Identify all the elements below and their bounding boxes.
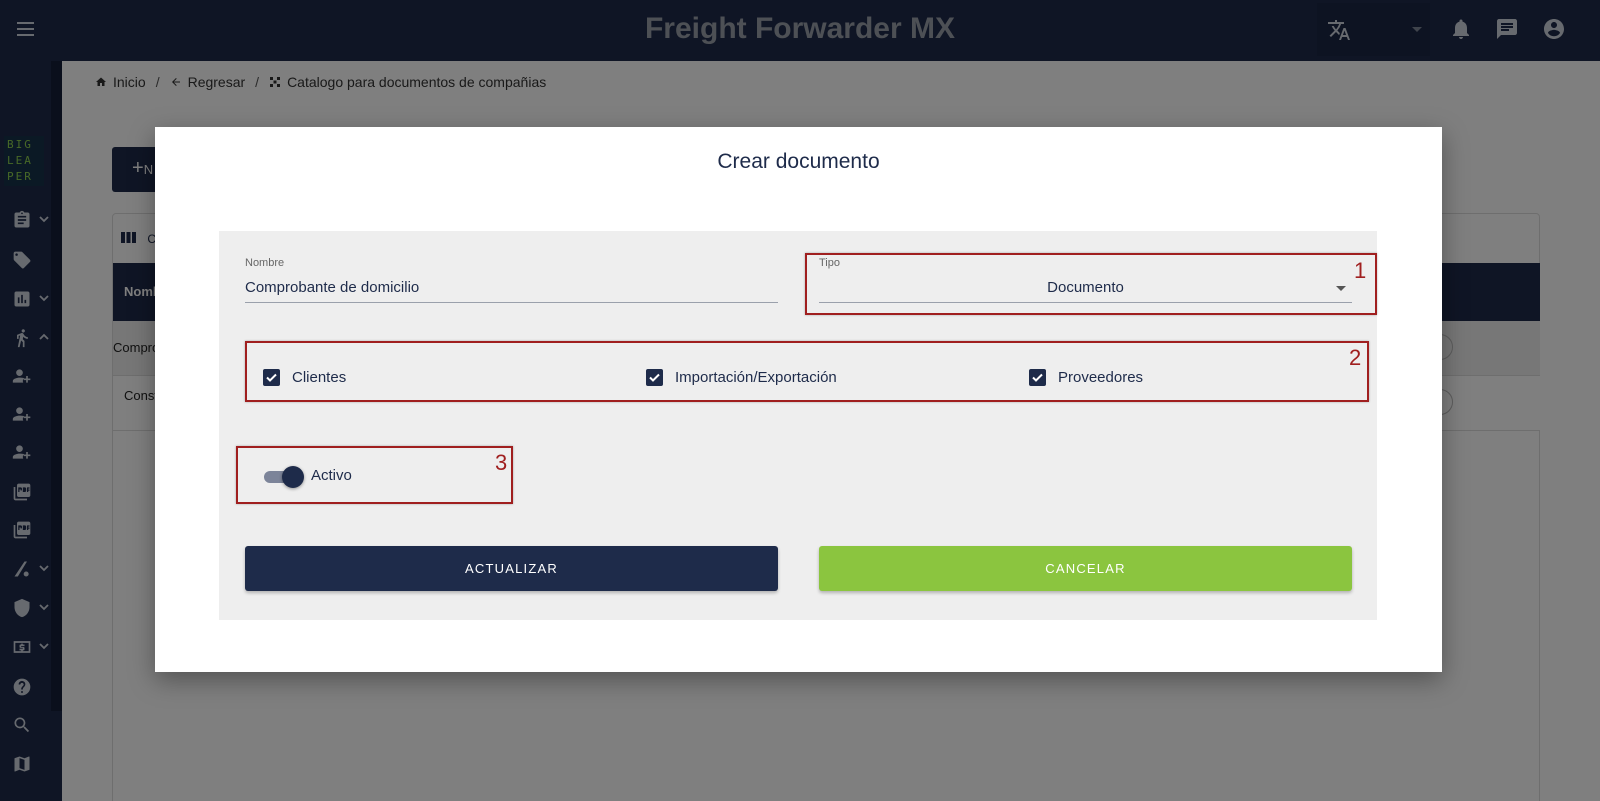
annotation-box-3	[236, 446, 513, 504]
check-icon	[649, 373, 660, 382]
cancel-button[interactable]: CANCELAR	[819, 546, 1352, 591]
tipo-select[interactable]: Documento	[1047, 279, 1124, 296]
proveedores-checkbox[interactable]	[1029, 369, 1046, 386]
check-icon	[1032, 373, 1043, 382]
tipo-underline	[819, 302, 1352, 303]
toggle-knob	[282, 466, 304, 488]
nombre-label: Nombre	[245, 257, 285, 269]
update-button[interactable]: ACTUALIZAR	[245, 546, 778, 591]
tipo-label: Tipo	[819, 257, 840, 269]
proveedores-label: Proveedores	[1058, 369, 1144, 386]
chevron-down-icon	[1336, 286, 1346, 291]
annotation-number-3: 3	[495, 450, 508, 475]
annotation-box-1	[805, 253, 1377, 315]
importacion-checkbox[interactable]	[646, 369, 663, 386]
importacion-label: Importación/Exportación	[675, 369, 837, 386]
nombre-underline	[245, 302, 778, 303]
nombre-input[interactable]: Comprobante de domicilio	[245, 279, 420, 296]
clientes-label: Clientes	[292, 369, 347, 386]
dialog-title: Crear documento	[717, 150, 880, 173]
check-icon	[266, 373, 277, 382]
activo-label: Activo	[311, 467, 352, 484]
activo-toggle[interactable]	[262, 466, 304, 488]
annotation-number-2: 2	[1349, 345, 1362, 370]
clientes-checkbox[interactable]	[263, 369, 280, 386]
annotation-number-1: 1	[1354, 258, 1367, 283]
annotation-box-2	[245, 341, 1369, 402]
